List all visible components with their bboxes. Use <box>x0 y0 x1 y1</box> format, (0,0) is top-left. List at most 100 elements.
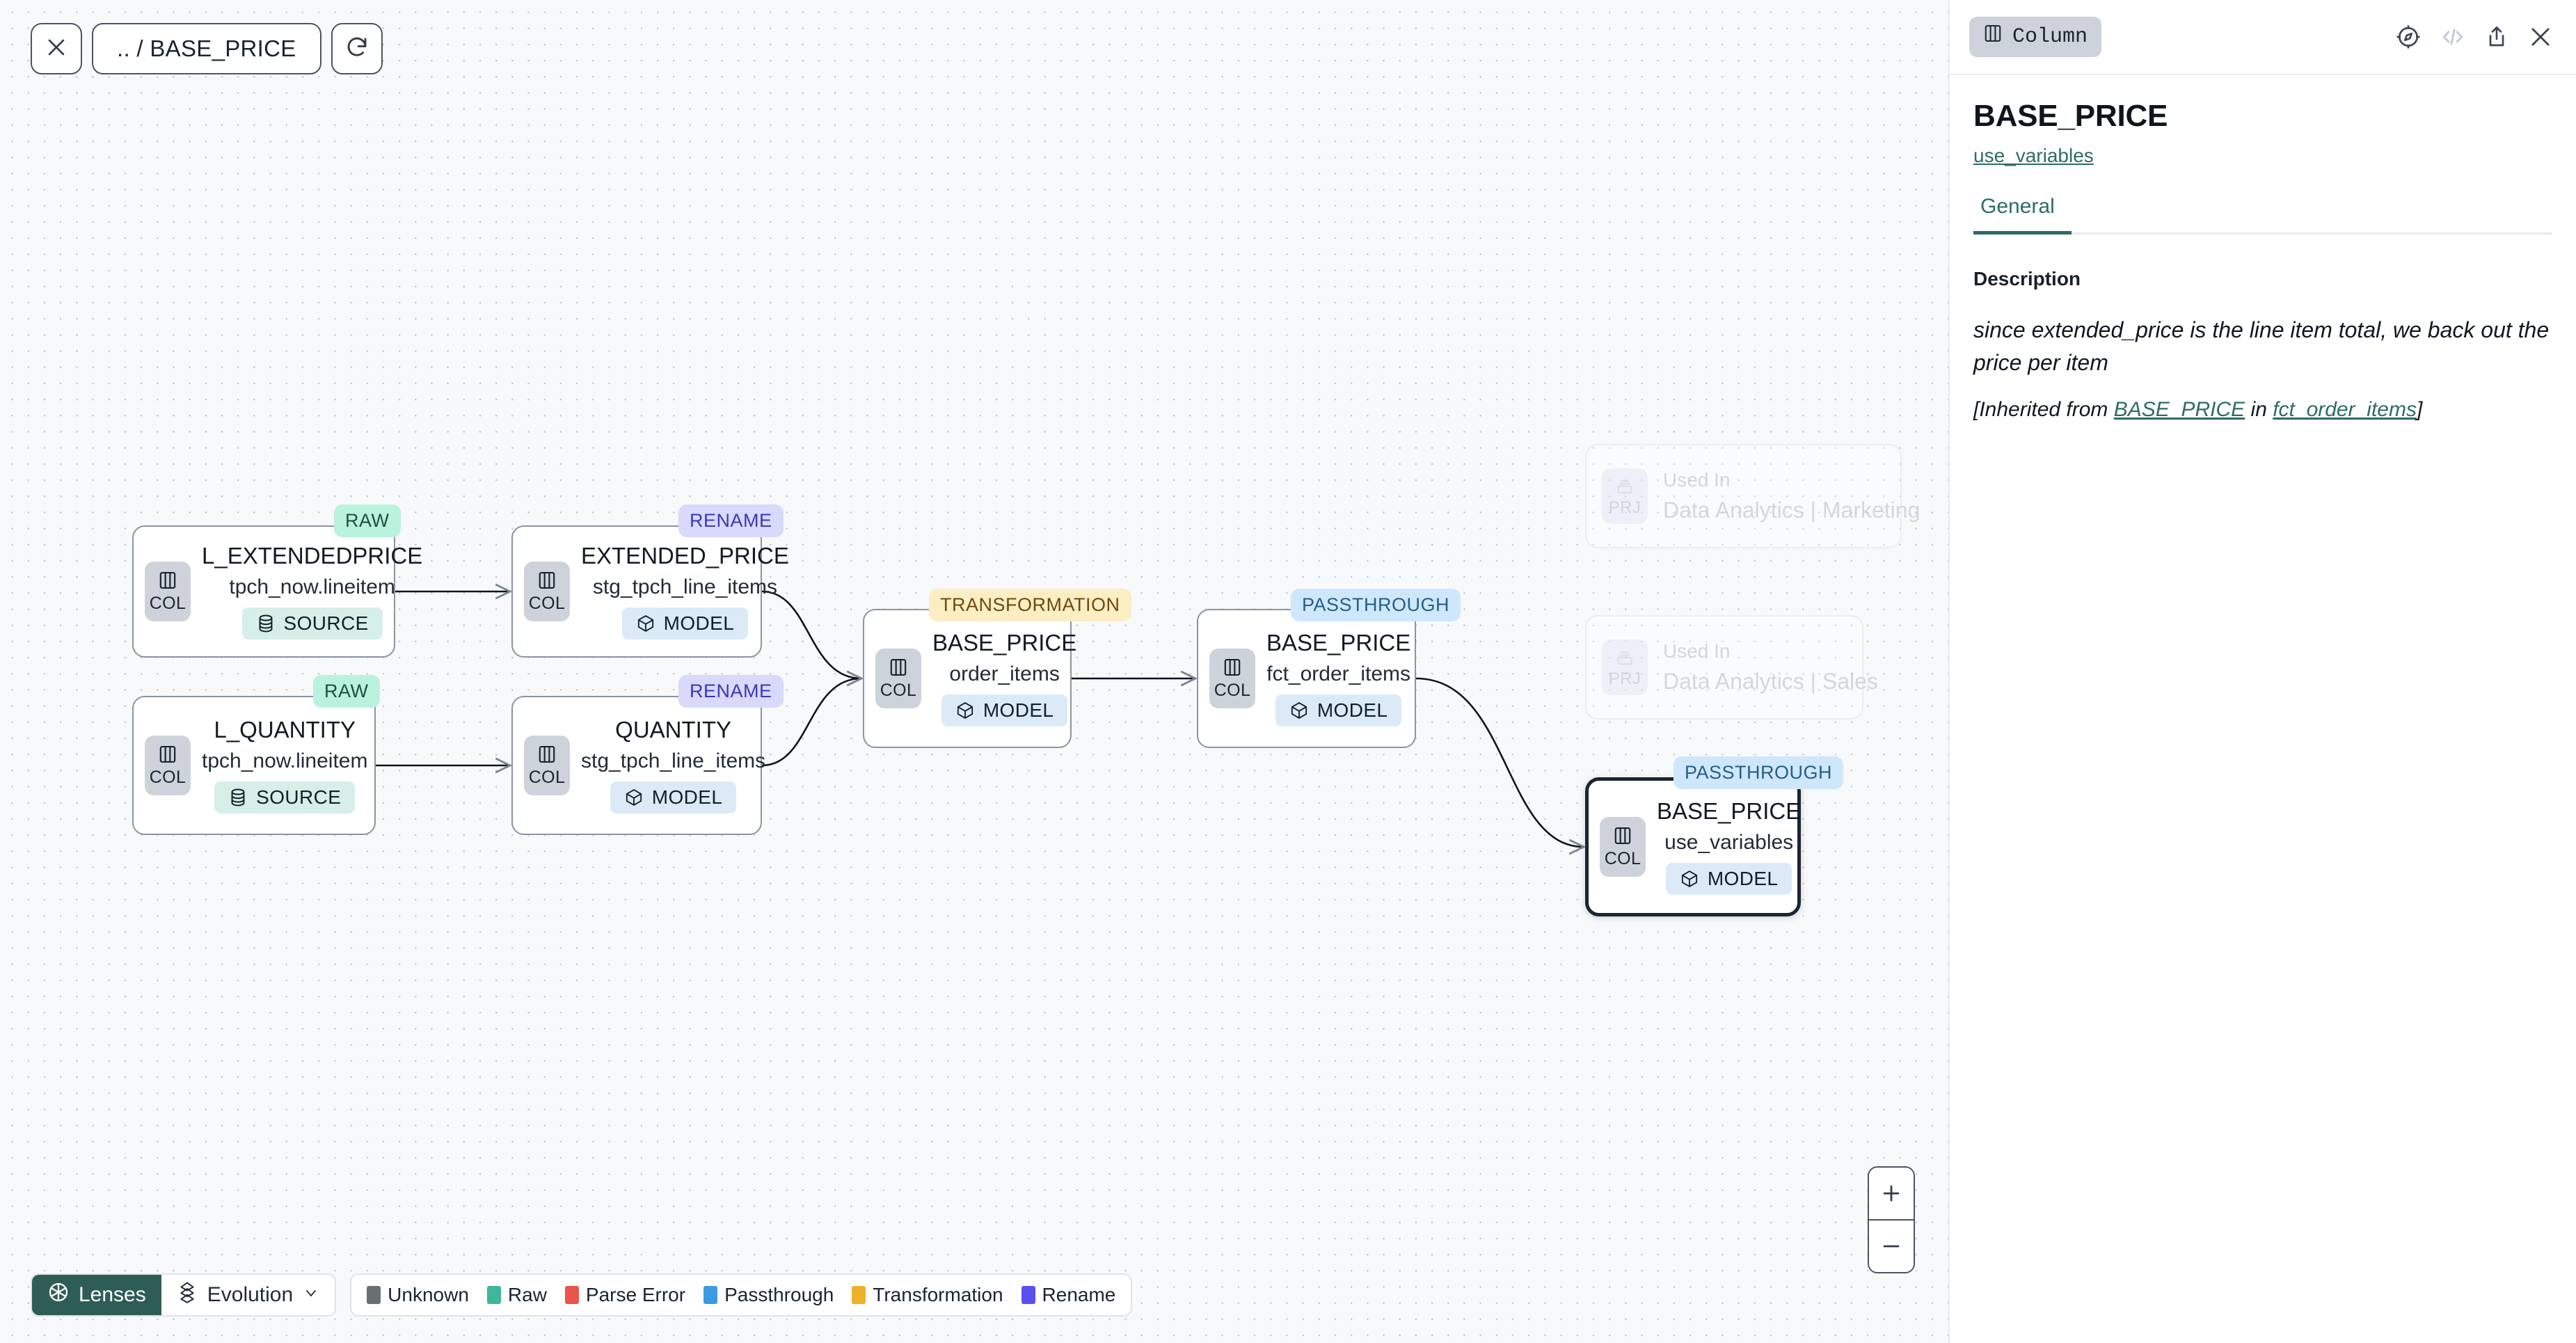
node-subtitle: tpch_now.lineitem <box>229 575 395 598</box>
node-tag-quantity: RENAME <box>678 675 784 708</box>
node-kind-label: MODEL <box>651 786 723 809</box>
close-graph-button[interactable] <box>31 23 82 74</box>
zoom-in-button[interactable] <box>1869 1167 1914 1219</box>
legend-swatch <box>703 1286 718 1304</box>
legend-item-raw[interactable]: Raw <box>486 1284 547 1306</box>
tab-general[interactable]: General <box>1973 195 2072 235</box>
node-kind-label: MODEL <box>1317 699 1388 722</box>
parent-model-link[interactable]: use_variables <box>1973 145 2094 166</box>
node-kind-badge: MODEL <box>1665 863 1792 896</box>
col-chip-label: COL <box>528 768 566 787</box>
col-chip: COL <box>524 736 570 795</box>
node-subtitle: order_items <box>949 662 1060 685</box>
node-kind-label: MODEL <box>663 612 735 635</box>
entity-type-label: Column <box>2012 25 2088 49</box>
node-subtitle: use_variables <box>1664 830 1794 854</box>
col-chip: COL <box>875 649 921 708</box>
details-panel-body: BASE_PRICE use_variables General Descrip… <box>1950 75 2576 422</box>
legend-label: Raw <box>507 1284 547 1305</box>
inherited-model-link[interactable]: fct_order_items <box>2273 397 2417 421</box>
legend-item-parse-error[interactable]: Parse Error <box>564 1284 685 1306</box>
legend-label: Rename <box>1042 1284 1116 1305</box>
node-kind-badge: MODEL <box>610 781 737 814</box>
zoom-divider <box>1869 1218 1914 1221</box>
node-kind-label: SOURCE <box>283 612 369 635</box>
close-icon[interactable] <box>2527 24 2554 50</box>
evolution-dropdown[interactable]: Evolution <box>161 1275 335 1315</box>
node-kind-badge: MODEL <box>621 607 749 640</box>
col-chip-label: COL <box>880 681 917 700</box>
col-chip-label: COL <box>1604 849 1641 868</box>
share-icon[interactable] <box>2484 24 2509 49</box>
inherited-column-link[interactable]: BASE_PRICE <box>2113 397 2245 421</box>
node-tag-order_items: TRANSFORMATION <box>929 589 1131 621</box>
panel-header-actions <box>2395 24 2554 50</box>
lenses-label: Lenses <box>79 1283 146 1306</box>
page-title: BASE_PRICE <box>1973 99 2168 133</box>
refresh-button[interactable] <box>331 23 383 74</box>
node-title: L_EXTENDEDPRICE <box>202 542 423 569</box>
col-chip: COL <box>1600 817 1646 877</box>
evolution-label: Evolution <box>207 1283 294 1306</box>
legend-swatch <box>1021 1286 1035 1304</box>
col-chip-label: COL <box>149 594 186 613</box>
node-kind-badge: SOURCE <box>214 781 356 814</box>
node-subtitle: stg_tpch_line_items <box>592 575 778 598</box>
node-subtitle: stg_tpch_line_items <box>581 749 766 772</box>
aperture-icon <box>47 1281 70 1309</box>
lenses-button[interactable]: Lenses <box>32 1275 161 1315</box>
breadcrumb: .. / BASE_PRICE <box>117 35 296 61</box>
ghost-node-caption: Used In <box>1663 469 1731 491</box>
zoom-out-button[interactable] <box>1869 1221 1914 1272</box>
col-chip: COL <box>524 562 570 621</box>
zoom-control <box>1868 1166 1915 1273</box>
legend-label: Passthrough <box>724 1284 834 1305</box>
legend-item-rename[interactable]: Rename <box>1021 1284 1116 1306</box>
legend-item-unknown[interactable]: Unknown <box>367 1284 469 1306</box>
node-kind-badge: MODEL <box>1275 694 1402 727</box>
canvas-toolbar: .. / BASE_PRICE <box>31 23 383 74</box>
breadcrumb-button[interactable]: .. / BASE_PRICE <box>92 23 321 74</box>
node-title: BASE_PRICE <box>932 629 1077 655</box>
node-tag-l_extendedprice: RAW <box>334 504 401 537</box>
canvas-bottom-toolbar: Lenses Evolution Unknown Raw Parse Error Pa… <box>31 1273 1133 1317</box>
col-chip-label: COL <box>149 768 186 787</box>
node-title: QUANTITY <box>615 716 731 742</box>
node-kind-label: SOURCE <box>256 786 342 809</box>
legend-swatch <box>486 1286 501 1304</box>
node-subtitle: fct_order_items <box>1266 662 1410 685</box>
col-chip-label: COL <box>1214 681 1251 700</box>
node-title: BASE_PRICE <box>1657 797 1802 824</box>
node-title: BASE_PRICE <box>1266 629 1411 655</box>
node-kind-label: MODEL <box>983 699 1054 722</box>
legend-item-passthrough[interactable]: Passthrough <box>703 1284 834 1306</box>
code-brackets-icon[interactable] <box>2440 24 2466 50</box>
legend-swatch <box>367 1286 381 1304</box>
legend-label: Transformation <box>873 1284 1003 1305</box>
lineage-legend: Unknown Raw Parse Error Passthrough Transfor… <box>350 1273 1133 1317</box>
legend-item-transformation[interactable]: Transformation <box>852 1284 1003 1306</box>
compass-icon[interactable] <box>2395 24 2422 50</box>
col-chip: COL <box>1209 649 1255 708</box>
node-kind-badge: SOURCE <box>241 607 383 640</box>
legend-label: Unknown <box>388 1284 469 1305</box>
prj-chip: PRJ <box>1602 639 1648 695</box>
ghost-node-caption: Used In <box>1663 640 1731 662</box>
refresh-icon <box>344 35 369 63</box>
description-label: Description <box>1973 268 2081 289</box>
lenses-group: Lenses Evolution <box>31 1273 337 1317</box>
prj-chip-label: PRJ <box>1608 498 1641 517</box>
node-kind-badge: MODEL <box>941 694 1068 727</box>
entity-type-badge: Column <box>1969 17 2102 57</box>
lineage-canvas[interactable]: .. / BASE_PRICE <box>0 0 1948 1343</box>
